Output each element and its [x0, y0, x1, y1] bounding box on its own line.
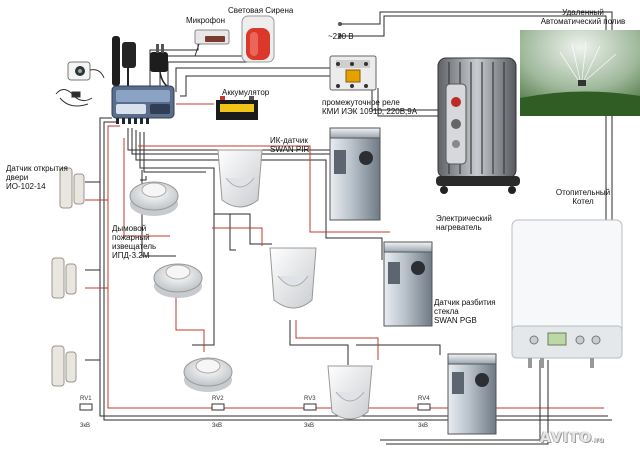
siren-label: Световая Сирена — [228, 6, 294, 15]
relay-label: промежуточное реле КМИ ИЭК 10910, 220В,9… — [322, 98, 418, 116]
wire-sensors-red — [123, 138, 390, 360]
antenna-icon — [112, 36, 136, 86]
terminal-dots — [338, 22, 342, 38]
glass-sensor-label: Датчик разбития стекла SWAN PGB — [434, 298, 496, 325]
resistor-label-4: RV4 — [418, 396, 430, 402]
steel-box-3 — [447, 353, 497, 435]
watermark: AVITO.ru — [540, 430, 604, 446]
smoke-detector-1 — [129, 181, 179, 216]
siren-icon — [241, 15, 275, 63]
watermark-text: AVITO — [540, 430, 593, 446]
pir-sensor-3 — [327, 365, 373, 420]
controller-unit — [111, 85, 175, 124]
lawn-label: Удаленный Автоматический полив — [540, 8, 626, 26]
wire-boiler — [380, 360, 549, 445]
boiler-icon — [511, 219, 623, 368]
camera-icon — [67, 61, 105, 81]
cable-bundle-icon — [55, 89, 93, 107]
door-sensor-3 — [51, 345, 77, 387]
microphone-icon — [194, 29, 230, 57]
battery-label: Аккумулятор — [222, 88, 270, 97]
heater-label: Электрический нагреватель — [436, 214, 492, 232]
resistor-label-2: RV2 — [212, 396, 224, 402]
door-sensor-2 — [51, 257, 77, 299]
voltage-label: ~220 В — [328, 32, 354, 41]
steel-box-1 — [329, 127, 381, 221]
door-sensor-1 — [59, 167, 85, 209]
lawn-sprinkler-image — [520, 30, 640, 116]
door-sensor-label: Датчик открытия двери ИО-102-14 — [6, 164, 68, 191]
smoke-detector-label: Дымовой пожарный извещатель ИПД-3.2М — [112, 224, 157, 260]
resistor-value-3: 3кВ — [304, 423, 314, 429]
pir-label: ИК-датчик SWAN PIR — [270, 136, 310, 154]
resistor-value-4: 3кВ — [418, 423, 428, 429]
oil-heater-icon — [436, 57, 520, 194]
watermark-suffix: .ru — [592, 436, 604, 444]
steel-box-2 — [383, 241, 433, 327]
microphone-label: Микрофон — [186, 16, 225, 25]
smoke-detector-2 — [153, 263, 203, 298]
boiler-label: Отопительный Котел — [555, 188, 611, 206]
resistor-value-2: 3кВ — [212, 423, 222, 429]
resistors — [79, 403, 431, 411]
resistor-label-1: RV1 — [80, 396, 92, 402]
relay-icon — [329, 55, 377, 91]
resistor-value-1: 3кВ — [80, 423, 90, 429]
smoke-detector-3 — [183, 357, 233, 392]
battery-icon — [216, 96, 258, 120]
pir-sensor-2 — [269, 247, 317, 309]
pir-sensor-1 — [217, 149, 263, 208]
resistor-label-3: RV3 — [304, 396, 316, 402]
